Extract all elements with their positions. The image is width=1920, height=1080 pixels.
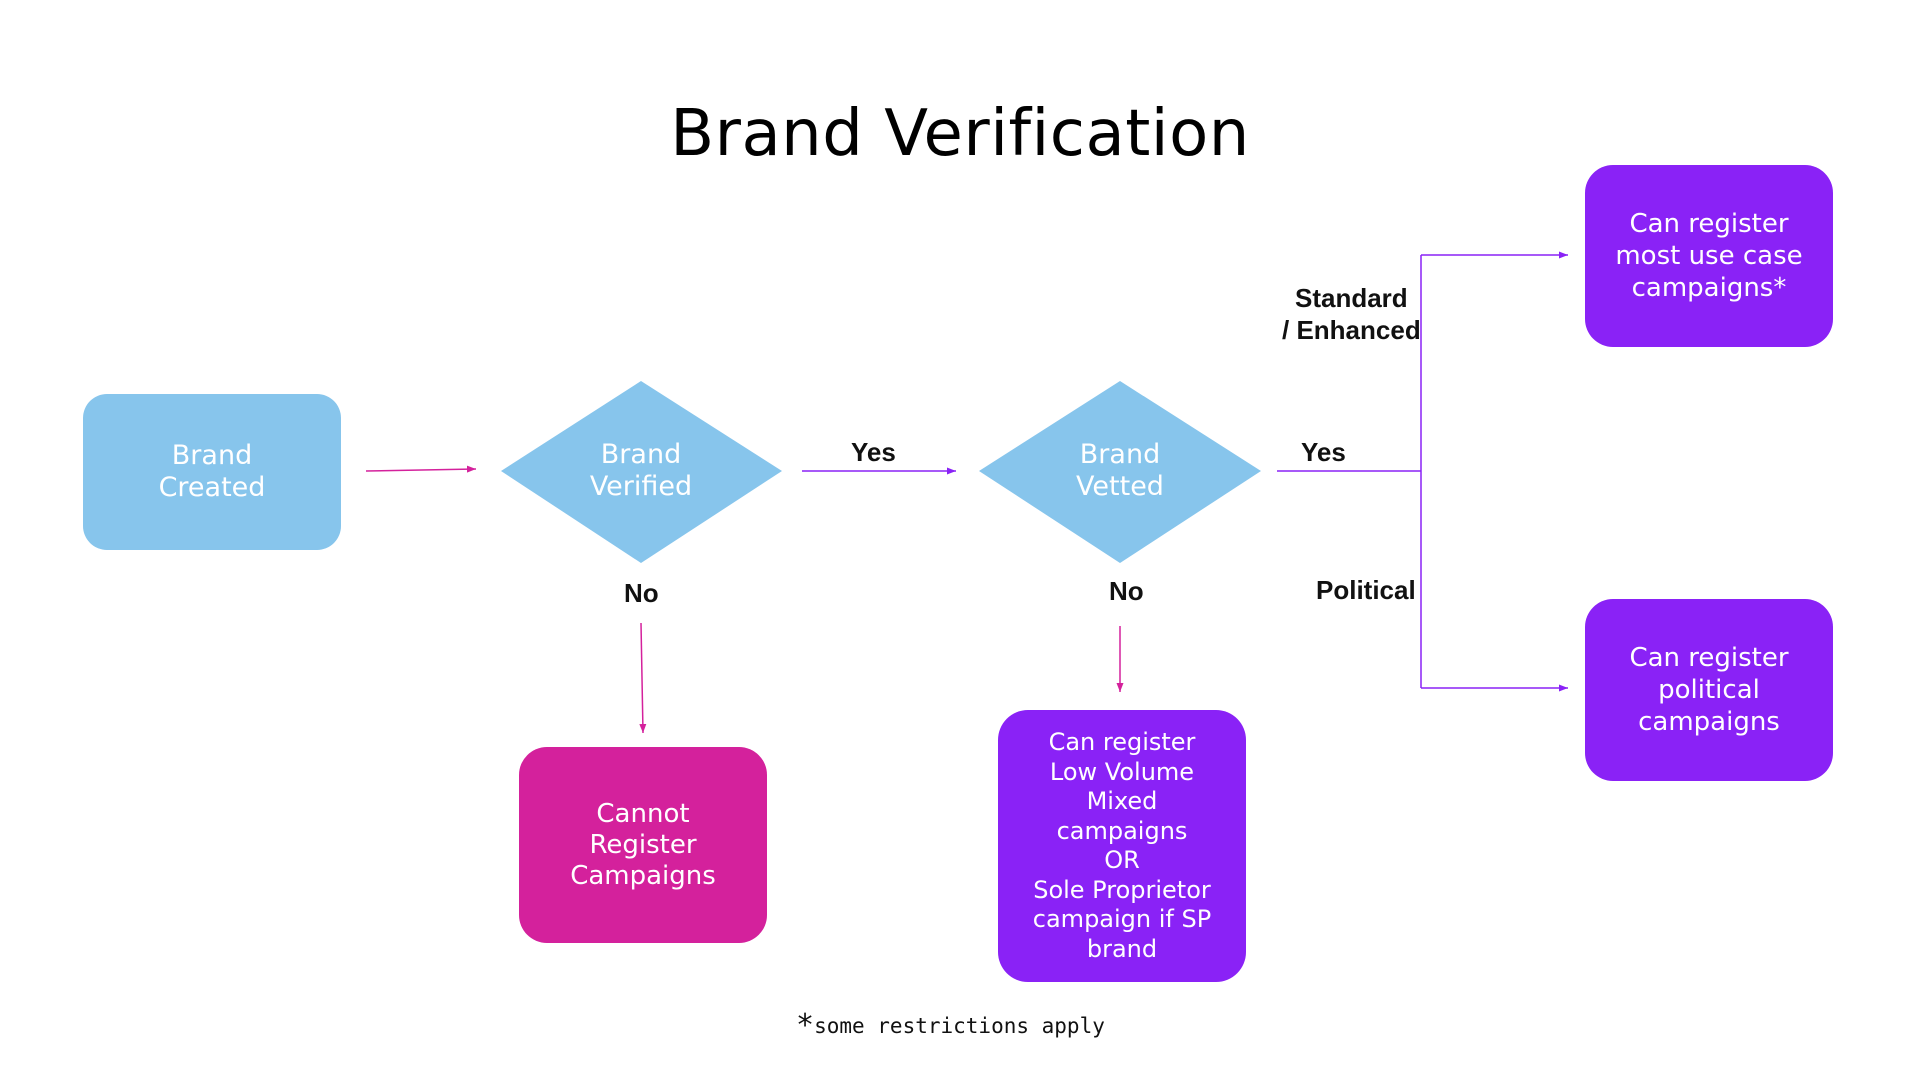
verified-yes-label: Yes (851, 437, 896, 467)
cannot-register-label: Cannot Register Campaigns (570, 798, 716, 891)
low-volume-node: Can register Low Volume Mixed campaigns … (998, 710, 1246, 982)
arrow-verified-no (639, 622, 647, 734)
political-label: Can register political campaigns (1629, 643, 1789, 737)
cannot-register-node: Cannot Register Campaigns (519, 747, 767, 943)
political-branch-label: Political (1316, 575, 1416, 605)
brand-created-label: Brand Created (158, 440, 266, 503)
page-title: Brand Verification (670, 97, 1250, 171)
vetted-no-label: No (1109, 576, 1144, 606)
verified-no-label: No (624, 578, 659, 608)
political-node: Can register political campaigns (1585, 599, 1833, 781)
brand-verified-diamond (501, 381, 782, 563)
brand-verified-label: Brand Verified (589, 439, 693, 502)
brand-created-node: Brand Created (83, 394, 341, 550)
footnote-text: some restrictions apply (814, 1014, 1105, 1038)
low-volume-label: Can register Low Volume Mixed campaigns … (1032, 728, 1212, 963)
arrow-created-to-verified (365, 465, 477, 473)
standard-enhanced-label: Standard / Enhanced (1282, 283, 1421, 345)
most-use-case-node: Can register most use case campaigns* (1585, 165, 1833, 347)
footnote-asterisk: * (796, 1008, 815, 1043)
most-use-case-label: Can register most use case campaigns* (1615, 209, 1803, 303)
brand-vetted-label: Brand Vetted (1076, 439, 1164, 502)
vetted-yes-label: Yes (1301, 437, 1346, 467)
footnote: *some restrictions apply (796, 1008, 1105, 1043)
brand-vetted-diamond (979, 381, 1261, 563)
